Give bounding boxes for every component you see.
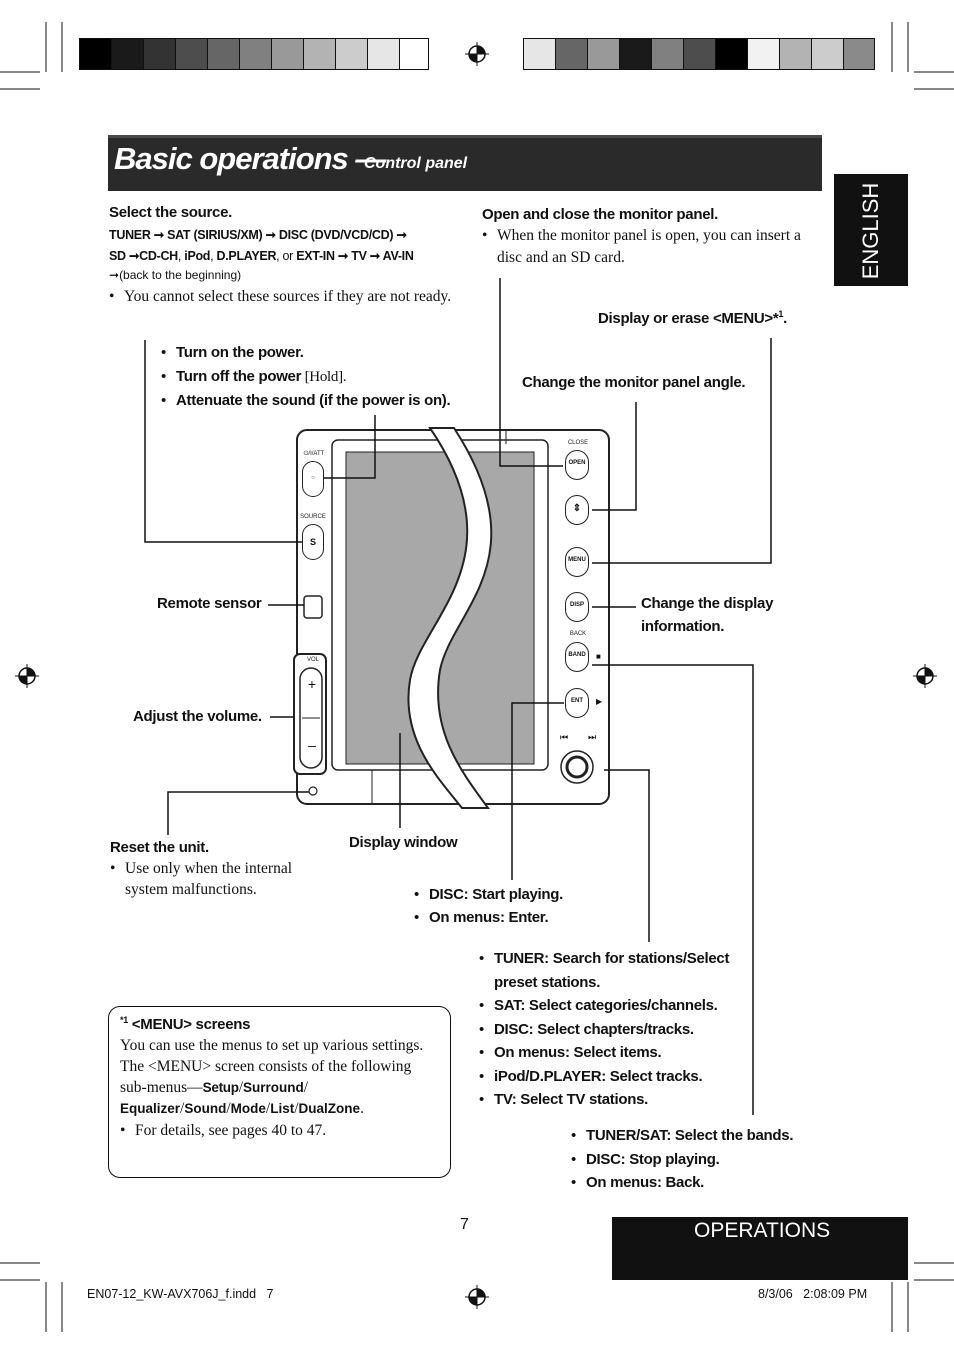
page-subtitle: Control panel [364, 155, 468, 172]
ent-item-menus: On menus: Enter. [414, 906, 634, 929]
band-item-disc: DISC: Stop playing. [571, 1148, 811, 1172]
power-item-on: Turn on the power. [161, 341, 481, 365]
play-icon: ▶ [596, 697, 603, 706]
band-item-tuner: TUNER/SAT: Select the bands. [571, 1124, 811, 1148]
registration-mark-right [913, 664, 937, 688]
power-item-attenuate: Attenuate the sound (if the power is on)… [161, 389, 481, 413]
knob-item-sat: SAT: Select categories/channels. [479, 994, 739, 1018]
page-number: 7 [460, 1216, 469, 1233]
color-bar-right [523, 38, 875, 70]
volume-down-button[interactable]: – [308, 737, 316, 753]
menu-button[interactable]: MENU [565, 547, 589, 577]
open-close-button[interactable]: OPEN [565, 450, 589, 480]
back-label: BACK [569, 631, 587, 637]
section-tab: OPERATIONS [612, 1217, 908, 1280]
reset-note: Use only when the internal system malfun… [110, 858, 330, 900]
vol-label: VOL [306, 657, 319, 663]
footnote-text1: You can use the menus to set up various … [120, 1037, 424, 1054]
knob-item-ipod: iPod/D.PLAYER: Select tracks. [479, 1065, 739, 1089]
band-button[interactable]: BAND [565, 642, 589, 672]
reset-block: Reset the unit. Use only when the intern… [110, 839, 330, 900]
menu-display-label: Display or erase <MENU>*1. [598, 309, 787, 327]
color-bar-left [79, 38, 429, 70]
knob-item-menus: On menus: Select items. [479, 1041, 739, 1065]
tilt-button[interactable]: ⇕ [565, 495, 589, 525]
angle-label: Change the monitor panel angle. [522, 374, 746, 391]
remote-sensor-label: Remote sensor [157, 595, 262, 612]
ent-button[interactable]: ENT [565, 688, 589, 718]
source-sequence-line3: ➞(back to the beginning) [109, 268, 242, 282]
source-label: SOURCE [300, 514, 326, 520]
monitor-panel-block: Open and close the monitor panel. When t… [482, 206, 812, 269]
source-sequence-line2: SD ➞CD-CH, iPod, D.PLAYER, or EXT-IN ➞ T… [109, 249, 414, 263]
disp-label: Change the display information. [641, 595, 774, 635]
footnote-heading: *1 <MENU> screens [120, 1015, 251, 1033]
band-item-menus: On menus: Back. [571, 1171, 811, 1195]
prev-track-icon: ⏮ [560, 732, 569, 742]
next-track-icon: ⏭ [588, 732, 597, 742]
close-label: CLOSE [567, 440, 589, 446]
section-tab-label: OPERATIONS [694, 1219, 831, 1242]
monitor-panel-heading: Open and close the monitor panel. [482, 206, 718, 223]
disp-button[interactable]: DISP [565, 592, 589, 622]
registration-mark-left [15, 664, 39, 688]
registration-mark-bottom [465, 1285, 489, 1309]
ent-item-disc: DISC: Start playing. [414, 883, 634, 906]
knob-item-tv: TV: Select TV stations. [479, 1088, 739, 1112]
display-window-label: Display window [349, 834, 458, 851]
knob-item-disc: DISC: Select chapters/tracks. [479, 1018, 739, 1042]
reset-heading: Reset the unit. [110, 839, 209, 856]
reset-hole [308, 786, 318, 796]
stop-icon: ■ [596, 652, 601, 661]
footnote-box: *1 <MENU> screens You can use the menus … [108, 1006, 451, 1178]
registration-mark-top [465, 42, 489, 66]
power-button[interactable]: ○ [302, 461, 324, 497]
header-bar: Basic operations — Control panel [108, 135, 822, 191]
footer-timestamp: 8/3/06 2:08:09 PM [758, 1287, 868, 1301]
monitor-panel-note: When the monitor panel is open, you can … [482, 225, 812, 269]
volume-up-button[interactable]: + [307, 676, 317, 692]
language-tab: ENGLISH [834, 174, 908, 286]
select-source-note: You cannot select these sources if they … [109, 286, 459, 308]
footnote-bullet: For details, see pages 40 to 47. [120, 1120, 440, 1141]
select-source-heading: Select the source. [109, 204, 232, 221]
knob-item-tuner: TUNER: Search for stations/Select preset… [479, 947, 739, 994]
select-source-block: Select the source. TUNER ➞ SAT (SIRIUS/X… [109, 204, 459, 308]
footnote-text2: The <MENU> screen consists of the follow… [120, 1058, 412, 1117]
power-item-off: Turn off the power [Hold]. [161, 365, 481, 390]
volume-label: Adjust the volume. [133, 708, 262, 725]
source-sequence-line1: TUNER ➞ SAT (SIRIUS/XM) ➞ DISC (DVD/VCD/… [109, 228, 407, 242]
source-button[interactable]: S [302, 524, 324, 560]
page-title: Basic operations — [114, 141, 386, 176]
footer-file: EN07-12_KW-AVX706J_f.indd 7 [87, 1287, 274, 1301]
remote-sensor [303, 595, 323, 619]
power-att-label: ⏻/I/ATT [303, 451, 325, 457]
